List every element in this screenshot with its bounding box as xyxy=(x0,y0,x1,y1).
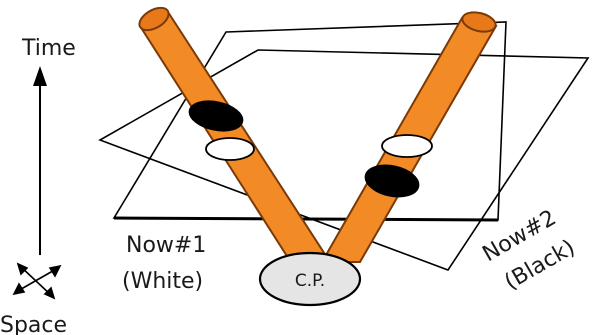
now1-color: (White) xyxy=(122,269,203,294)
space-axis-icon xyxy=(14,264,60,298)
plane-now1-front-edge xyxy=(114,218,498,220)
right-tube-white-disk xyxy=(382,135,432,157)
now1-name: Now#1 xyxy=(126,233,206,258)
time-label: Time xyxy=(21,36,76,61)
left-tube-white-disk xyxy=(206,138,254,160)
space-label: Space xyxy=(0,313,67,335)
common-point-label: C.P. xyxy=(295,271,325,291)
time-axis xyxy=(33,66,47,255)
